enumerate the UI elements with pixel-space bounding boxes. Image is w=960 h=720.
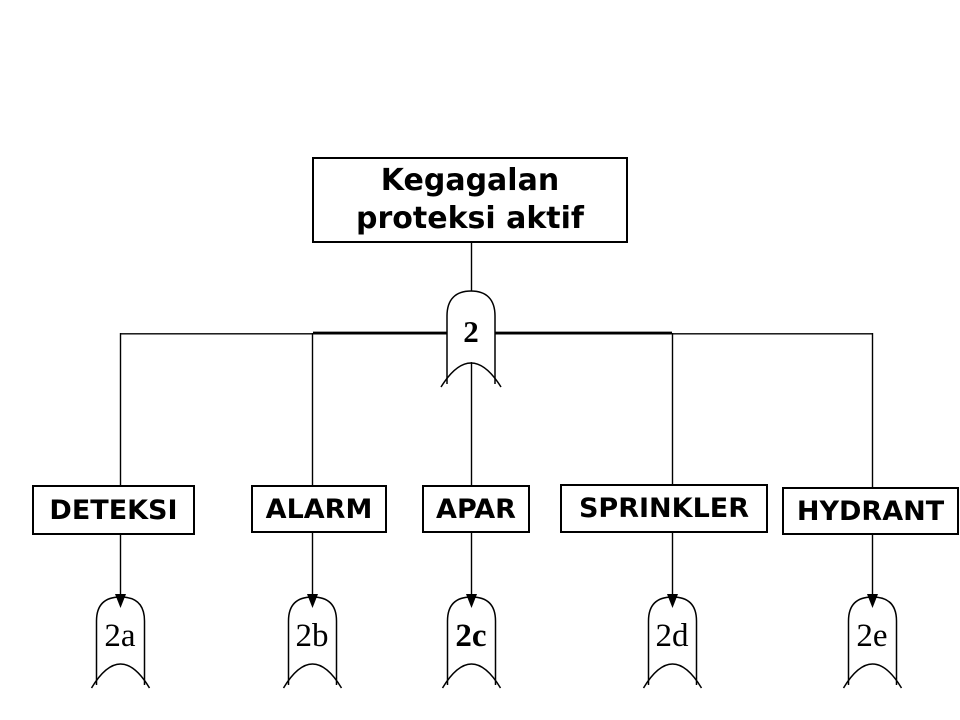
gate-label-2d: 2d — [655, 618, 689, 654]
or-gate-2e-fill — [848, 597, 897, 685]
or-gate-main-outline — [446, 290, 496, 384]
gate-label-2b: 2b — [295, 618, 329, 654]
arrow-down-icon — [667, 594, 678, 608]
arrow-down-icon — [307, 594, 318, 608]
or-gate-main — [440, 290, 502, 388]
or-gate-main-fill — [447, 291, 495, 384]
or-gate-main-bottom-arc — [440, 362, 502, 388]
or-gate-2b-fill — [288, 597, 337, 685]
or-gate-2c-bottom-arc — [441, 663, 502, 689]
or-gate-2e-bottom-arc — [842, 663, 903, 689]
or-gate-2a-bottom-arc — [90, 663, 151, 689]
gate-label-2c: 2c — [455, 618, 487, 654]
node-deteksi: DETEKSI — [32, 485, 195, 535]
or-gate-2e — [842, 594, 903, 689]
or-gate-2b-bottom-arc — [282, 663, 343, 689]
or-gate-2c-fill — [447, 597, 496, 685]
node-apar: APAR — [422, 485, 530, 533]
node-root: Kegagalan proteksi aktif — [312, 157, 628, 243]
node-sprinkler: SPRINKLER — [560, 484, 768, 533]
arrow-down-icon — [867, 594, 878, 608]
or-gate-2d-fill — [648, 597, 697, 685]
arrow-down-icon — [466, 594, 477, 608]
or-gate-2d — [642, 594, 703, 689]
node-alarm: ALARM — [251, 485, 387, 533]
or-gate-2c — [441, 594, 502, 689]
arrow-down-icon — [115, 594, 126, 608]
gate-label-2a: 2a — [104, 618, 136, 654]
or-gate-2a — [90, 594, 151, 689]
or-gate-2a-fill — [96, 597, 145, 685]
gate-label-main: 2 — [463, 314, 479, 349]
gate-label-2e: 2e — [856, 618, 888, 654]
or-gate-2d-bottom-arc — [642, 663, 703, 689]
node-hydrant: HYDRANT — [782, 487, 959, 535]
or-gate-2b — [282, 594, 343, 689]
